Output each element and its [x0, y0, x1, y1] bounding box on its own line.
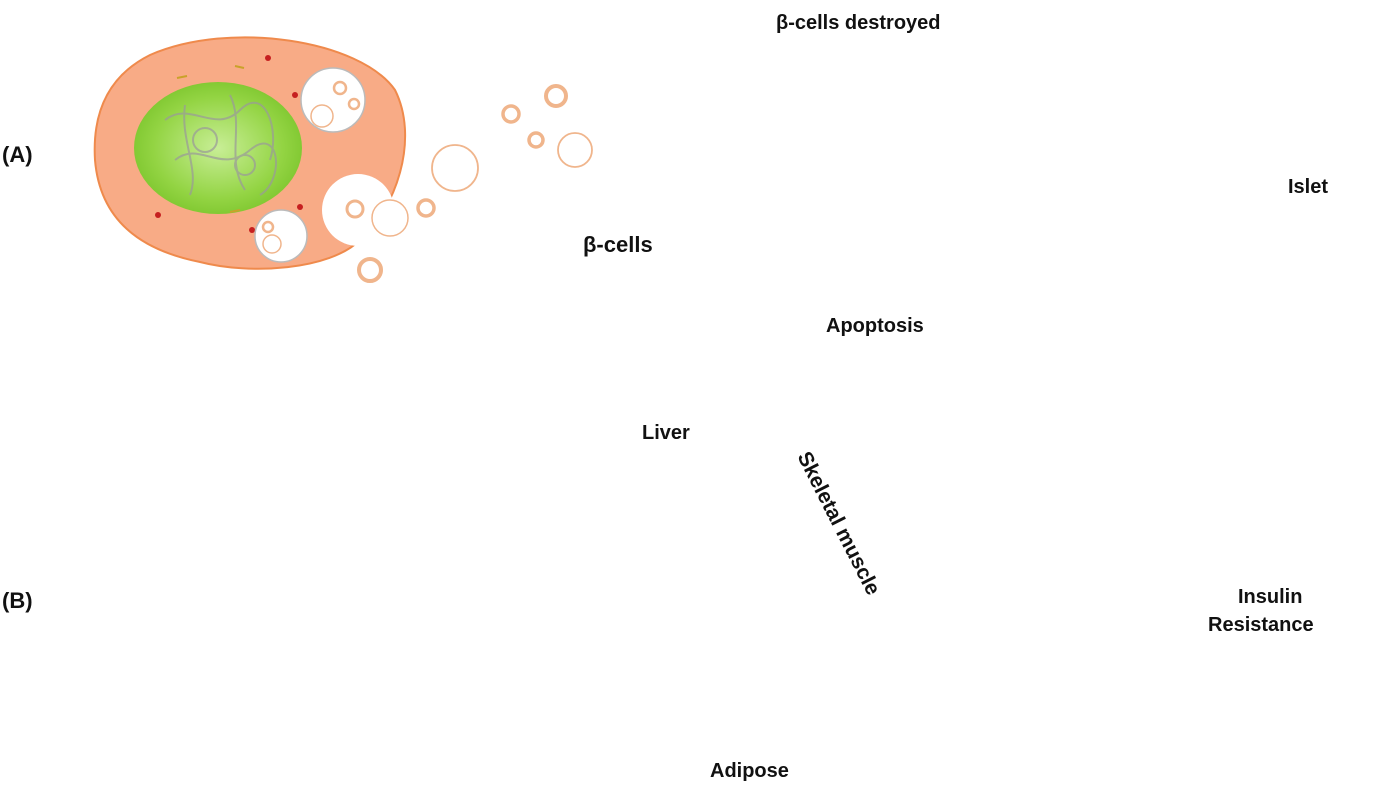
outcome-line2: Resistance	[1208, 614, 1314, 636]
secreting-cell-a	[93, 36, 409, 270]
adipose-label: Adipose	[710, 760, 789, 782]
multivesicular-body	[254, 209, 308, 263]
panel-a-label: (A)	[2, 142, 33, 167]
beta-cells-destroyed-label: β-cells destroyed	[776, 12, 941, 34]
nucleus-a	[134, 82, 302, 214]
islet-label: Islet	[1288, 176, 1329, 198]
apoptosis-label: Apoptosis	[826, 315, 924, 337]
beta-cells-label: β-cells	[583, 232, 653, 257]
liver-label: Liver	[642, 422, 690, 444]
cytoplasm-granules	[155, 55, 303, 233]
chromatin	[164, 94, 277, 196]
panel-b-label: (B)	[2, 588, 33, 613]
cytoplasm-dashes	[176, 65, 245, 213]
outcome-line1: Insulin	[1238, 586, 1303, 608]
exosomes-a	[357, 84, 593, 283]
